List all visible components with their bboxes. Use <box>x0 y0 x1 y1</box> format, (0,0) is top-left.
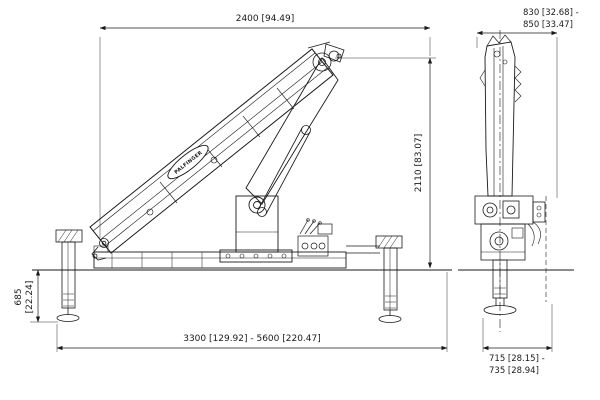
lift-cylinder <box>257 125 311 217</box>
dim-rear-base-line1: 715 [28.15] - <box>489 354 545 364</box>
dim-overall-height-label: 2110 [83.07] <box>414 134 424 193</box>
rear-view <box>458 30 574 332</box>
dim-leg-height-inches: [22.24] <box>25 281 35 314</box>
dim-top-width-label: 2400 [94.49] <box>236 14 295 24</box>
dim-leg-height-value: 685 <box>14 288 24 305</box>
dim-outrigger-span-label: 3300 [129.92] - 5600 [220.47] <box>183 334 321 344</box>
rear-base-assembly <box>474 195 546 261</box>
pedestal <box>219 195 293 263</box>
dim-leg-height: 685 [22.24] <box>14 269 58 323</box>
dim-rear-base-line2: 735 [28.94] <box>489 366 539 376</box>
control-valves <box>297 218 333 257</box>
dim-rear-width-line2: 850 [33.47] <box>523 20 573 30</box>
dim-rear-base: 715 [28.15] - 735 [28.94] <box>482 304 553 376</box>
dim-rear-width: 830 [32.68] - 850 [33.47] <box>476 8 579 198</box>
rear-boom-column <box>479 34 522 197</box>
stabilizer-left <box>55 229 83 322</box>
dim-overall-height: 2110 [83.07] <box>414 57 433 269</box>
dimensions: 2400 [94.49] 2110 [83.07] 685 [22.24] 33… <box>14 8 579 376</box>
stabilizer-right <box>346 235 403 323</box>
dim-rear-width-line1: 830 [32.68] - <box>523 8 579 18</box>
boom-tip <box>91 238 109 261</box>
side-view: PALFINGER <box>32 41 452 323</box>
dim-outrigger-span: 3300 [129.92] - 5600 [220.47] <box>56 272 448 352</box>
main-boom <box>245 57 339 205</box>
knuckle-joint <box>307 41 345 72</box>
boom-stack <box>89 48 334 254</box>
dim-top-width: 2400 [94.49] <box>99 14 436 238</box>
